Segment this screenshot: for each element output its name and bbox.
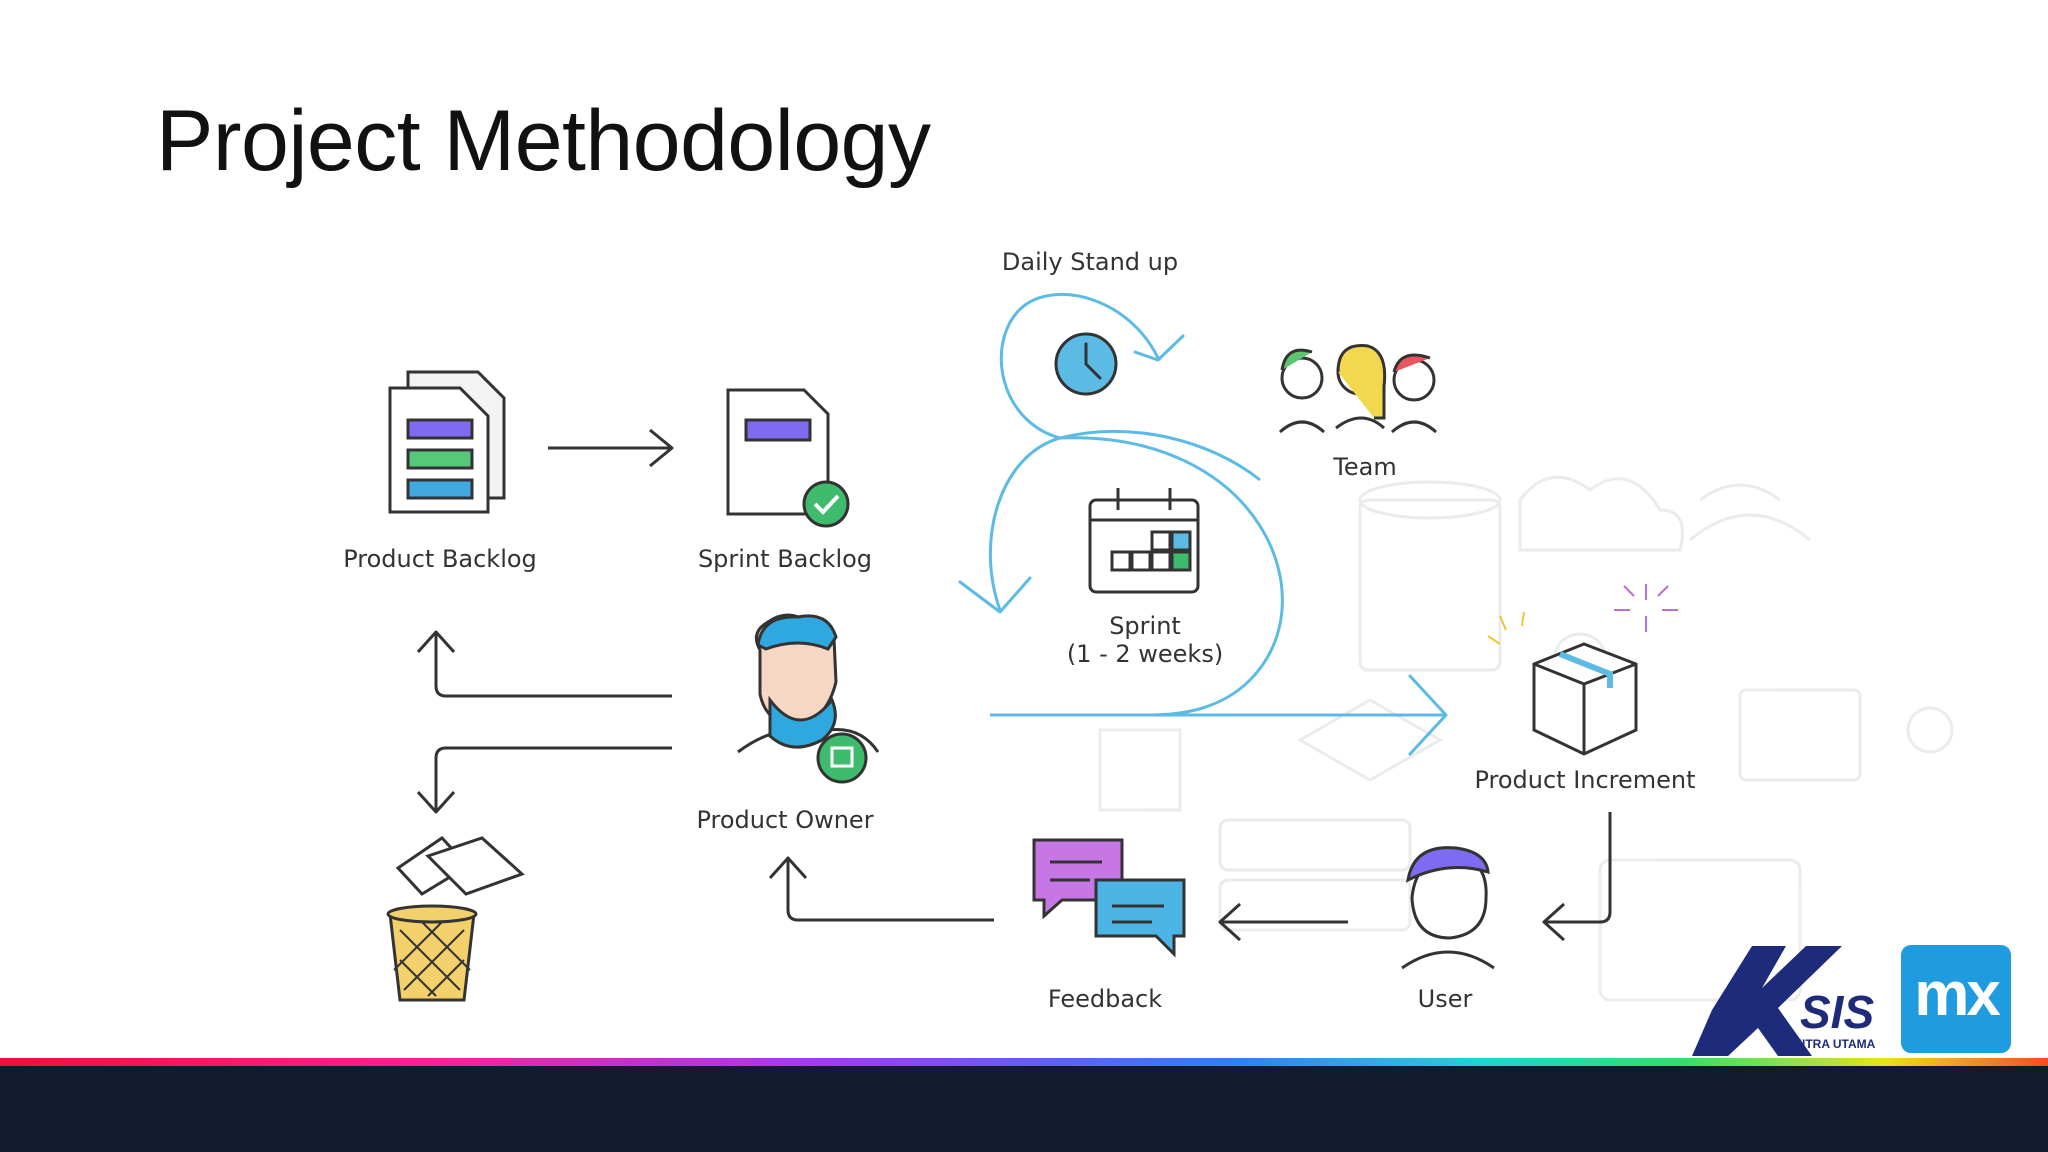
label-team: Team (1333, 453, 1397, 481)
clock-icon (1054, 332, 1118, 396)
xsis-logo-text: SIS (1800, 986, 1875, 1038)
owner-to-trash-arrow (416, 746, 672, 814)
owner-to-backlog-arrow (416, 630, 672, 698)
team-icon (1278, 344, 1438, 434)
product-increment-icon (1487, 584, 1678, 756)
user-to-feedback-arrow (1218, 902, 1348, 942)
product-backlog-icon (388, 370, 506, 514)
label-sprint-duration: (1 - 2 weeks) (1066, 640, 1224, 668)
product-owner-icon (737, 613, 880, 784)
sprint-loop (958, 436, 1284, 717)
sparkle-icon (1614, 584, 1678, 632)
label-daily-standup: Daily Stand up (1001, 248, 1179, 276)
slide-title: Project Methodology (156, 93, 931, 189)
label-product-owner: Product Owner (696, 806, 874, 834)
label-sprint-backlog: Sprint Backlog (697, 545, 873, 573)
label-sprint: Sprint (1 - 2 weeks) (1050, 612, 1240, 668)
rainbow-stripe (0, 1058, 2048, 1067)
user-icon (1401, 846, 1495, 970)
increment-to-user-arrow (1542, 812, 1612, 942)
label-product-backlog: Product Backlog (343, 545, 537, 573)
label-feedback: Feedback (1047, 985, 1163, 1013)
label-user: User (1417, 985, 1473, 1013)
trash-bin-icon (386, 836, 525, 1002)
sprint-backlog-icon (726, 388, 850, 528)
feedback-icon (1032, 838, 1186, 958)
mx-logo: mx (1901, 945, 2011, 1053)
label-sprint-title: Sprint (1109, 612, 1181, 640)
daily-standup-loop (999, 292, 1261, 482)
increment-arrow (990, 674, 1448, 756)
backlog-to-sprint-arrow (548, 428, 674, 468)
feedback-to-owner-arrow (768, 856, 994, 922)
xsis-logo-tagline: MITRA UTAMA (1792, 1037, 1876, 1051)
label-product-increment: Product Increment (1474, 766, 1696, 794)
calendar-icon (1088, 488, 1200, 594)
xsis-logo-mark (1692, 946, 1842, 1056)
bottom-bar (0, 1066, 2048, 1152)
